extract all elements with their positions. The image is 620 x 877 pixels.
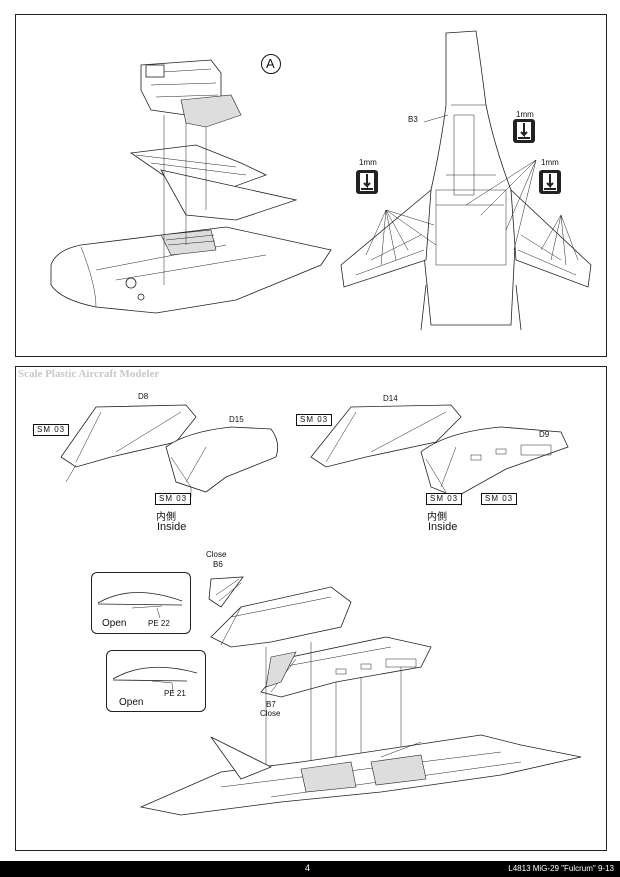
- part-label-d8: D8: [138, 392, 149, 401]
- decal-tag-sm03: SM 03: [155, 493, 192, 505]
- page-footer: 4 L4813 MiG-29 "Fulcrum" 9-13: [0, 861, 620, 877]
- close-label-b7: Close: [260, 709, 281, 718]
- watermark: Scale Plastic Aircraft Modeler: [18, 368, 160, 380]
- fuselage-nose-drawing: [50, 59, 332, 314]
- airframe-top-view-drawing: [340, 30, 592, 331]
- part-label-b3: B3: [408, 115, 418, 124]
- right-intake-subassembly-drawing: [310, 404, 569, 497]
- decal-tag-sm03: SM 03: [426, 493, 463, 505]
- drill-size-label-right: 1mm: [541, 158, 559, 167]
- step-a-panel: A: [15, 14, 607, 357]
- part-label-d14: D14: [383, 394, 398, 403]
- part-label-b6: B6: [213, 560, 223, 569]
- drill-icon: [356, 170, 378, 194]
- step-b-panel: Scale Plastic Aircraft Modeler D8 D15 SM…: [15, 366, 607, 851]
- part-label-d15: D15: [229, 415, 244, 424]
- inside-label-cn: 内側: [427, 512, 447, 523]
- step-marker: [261, 54, 281, 74]
- pe-part-label: PE 21: [164, 689, 186, 698]
- inside-label-en: Inside: [157, 521, 187, 533]
- detail-inset-pe21: Open PE 21: [106, 650, 206, 712]
- open-label: Open: [119, 697, 144, 708]
- open-label: Open: [102, 618, 127, 629]
- decal-tag-sm03: SM 03: [481, 493, 518, 505]
- drill-size-label-left: 1mm: [359, 158, 377, 167]
- left-intake-subassembly-drawing: [60, 404, 279, 497]
- decal-tag-sm03: SM 03: [296, 414, 333, 426]
- main-assembly-drawing: [139, 576, 582, 816]
- inside-label-en: Inside: [428, 521, 458, 533]
- inside-label-cn: 内側: [156, 512, 176, 523]
- part-label-d9: D9: [539, 430, 550, 439]
- decal-tag-sm03: SM 03: [33, 424, 70, 436]
- close-label-b6: Close: [206, 550, 227, 559]
- pe-part-label: PE 22: [148, 619, 170, 628]
- step-marker-letter: A: [266, 56, 275, 71]
- drill-icon: [513, 119, 535, 143]
- detail-inset-pe22: Open PE 22: [91, 572, 191, 634]
- kit-title: L4813 MiG-29 "Fulcrum" 9-13: [508, 864, 614, 873]
- drill-size-label-center: 1mm: [516, 110, 534, 119]
- drill-icon: [539, 170, 561, 194]
- part-label-b7: B7: [266, 700, 276, 709]
- page-number: 4: [305, 863, 311, 873]
